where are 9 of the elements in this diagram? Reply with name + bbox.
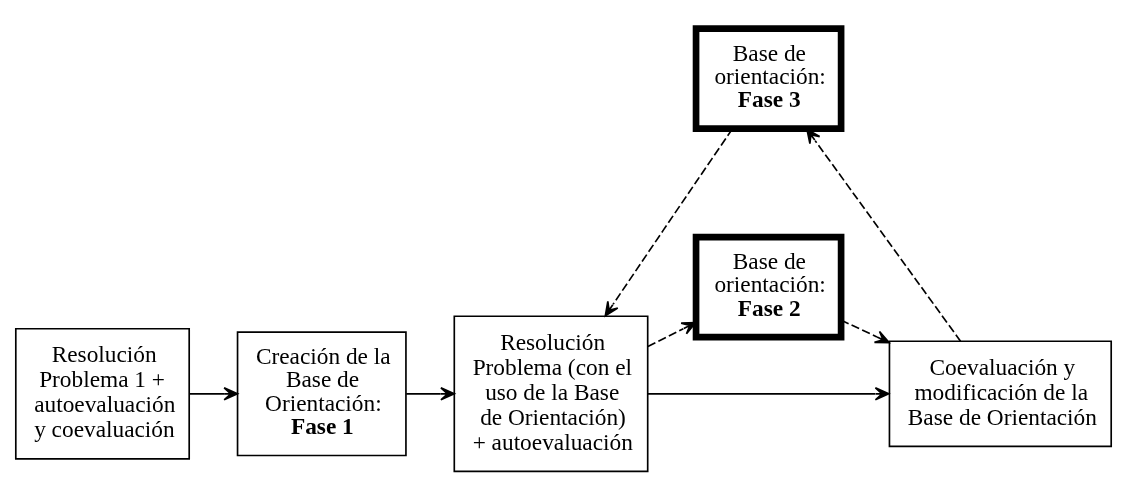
arrow <box>188 386 239 401</box>
arrow <box>646 386 890 401</box>
node-box: Creación de la Base de Orientación: Fase 1 <box>236 330 407 456</box>
node-box: Resolución Problema 1 + autoevaluación y coevaluación <box>14 327 191 460</box>
node-box: Coevaluación y modificación de la Base de Orientación <box>888 339 1113 447</box>
node-box: Resolución Problema (con el uso de la Base de Orientación) + autoevaluación <box>453 314 649 472</box>
node-box: Base de orientación: Fase 3 <box>692 24 845 132</box>
node-box: Base de orientación: Fase 2 <box>692 233 845 340</box>
arrow <box>405 386 456 401</box>
